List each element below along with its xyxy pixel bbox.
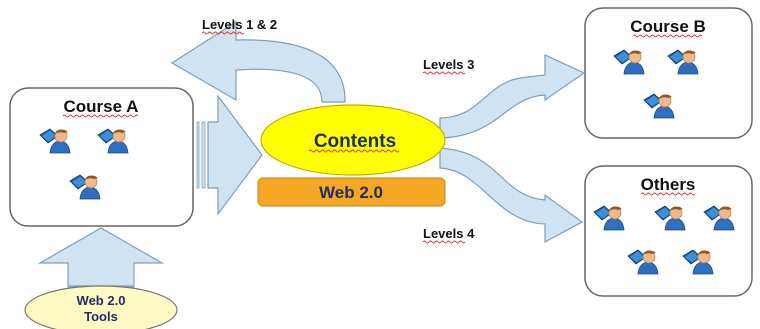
arrow-levels-3: [439, 54, 586, 139]
web20-bar-label: Web 2.0: [319, 183, 383, 202]
contents-node: Contents: [260, 104, 446, 176]
course-a-title: Course A: [64, 97, 139, 116]
label-levels-4: Levels 4: [423, 226, 475, 241]
course-a-box: Course A: [9, 87, 194, 227]
web20-tools-line2: Tools: [84, 309, 118, 324]
arrow-tools-to-course-a: [37, 227, 165, 295]
course-b-title: Course B: [630, 17, 706, 36]
web20-bar: Web 2.0: [257, 177, 446, 207]
label-levels-1-2: Levels 1 & 2: [202, 17, 277, 32]
web20-tools-line1: Web 2.0: [77, 293, 126, 308]
others-box: Others: [584, 165, 753, 297]
course-b-box: Course B: [584, 7, 753, 139]
arrow-levels-1-2: [170, 20, 346, 103]
label-levels-3: Levels 3: [423, 57, 474, 72]
arrow-levels-4: [439, 147, 584, 244]
contents-label: Contents: [314, 131, 396, 152]
web20-tools-node: Web 2.0 Tools: [24, 285, 178, 329]
arrow-course-a-to-contents: [196, 94, 263, 216]
others-title: Others: [641, 175, 696, 194]
